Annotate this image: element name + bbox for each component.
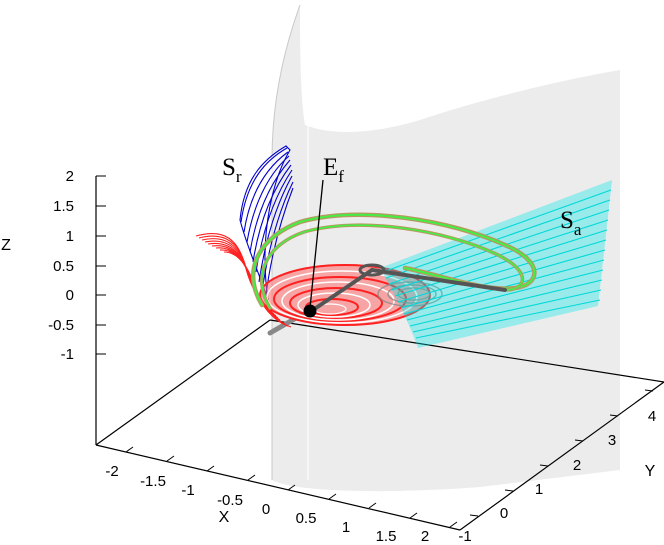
label-sa-main: S	[560, 207, 574, 234]
label-ef-sub: f	[338, 167, 344, 186]
attracting-surface-sa	[380, 180, 612, 348]
x-tick-label: 2	[421, 528, 429, 545]
y-tick-label: 1	[535, 481, 543, 498]
x-tick-label: -2	[105, 463, 118, 480]
y-tick-label: 2	[573, 457, 581, 474]
label-ef: Ef	[323, 154, 344, 186]
label-ef-main: E	[323, 154, 338, 181]
equilibrium-point	[303, 304, 317, 318]
z-tick-label: -1	[61, 346, 74, 363]
small-loop	[358, 263, 386, 277]
z-tick-label: 0.5	[53, 258, 74, 275]
repelling-surface-sr	[239, 145, 294, 303]
label-sr-sub: r	[236, 167, 242, 186]
x-tick-label: 1	[342, 519, 350, 536]
z-tick-label: 2	[66, 168, 74, 185]
x-tick-label: -0.5	[217, 492, 243, 509]
x-tick-label: -1.5	[140, 473, 166, 490]
y-tick-label: -1	[458, 528, 471, 545]
label-sa-sub: a	[574, 220, 582, 239]
z-tick-marks	[96, 175, 106, 355]
x-tick-label: -1	[181, 482, 194, 499]
z-tick-label: 1	[66, 228, 74, 245]
label-sa: Sa	[560, 207, 582, 239]
z-tick-label: -0.5	[48, 317, 74, 334]
z-tick-label: 0	[66, 287, 74, 304]
z-tick-label: 1.5	[53, 198, 74, 215]
z-tick-labels: 2 1.5 1 0.5 0 -0.5 -1	[48, 168, 74, 363]
y-tick-label: 0	[500, 505, 508, 522]
critical-manifold-fold-edge	[271, 4, 301, 480]
axes-box	[95, 176, 664, 531]
ef-pointer-line	[309, 179, 324, 309]
label-sr: Sr	[222, 154, 242, 186]
y-tick-labels: -1 0 1 2 3 4	[458, 408, 656, 545]
y-axis-label: Y	[645, 463, 656, 480]
x-tick-labels: -2 -1.5 -1 -0.5 0 0.5 1 1.5 2	[105, 463, 429, 545]
z-axis-label: Z	[1, 237, 11, 254]
x-tick-label: 1.5	[376, 528, 397, 545]
x-tick-label: 0	[262, 501, 270, 518]
y-tick-label: 4	[648, 408, 656, 425]
x-tick-label: 0.5	[296, 510, 317, 527]
critical-manifold-sheet	[272, 5, 620, 492]
y-tick-label: 3	[608, 432, 616, 449]
y-tick-marks	[469, 389, 654, 517]
x-tick-marks	[125, 446, 458, 528]
label-sr-main: S	[222, 154, 236, 181]
connection-segments	[308, 268, 507, 314]
x-axis-label: X	[219, 509, 230, 526]
